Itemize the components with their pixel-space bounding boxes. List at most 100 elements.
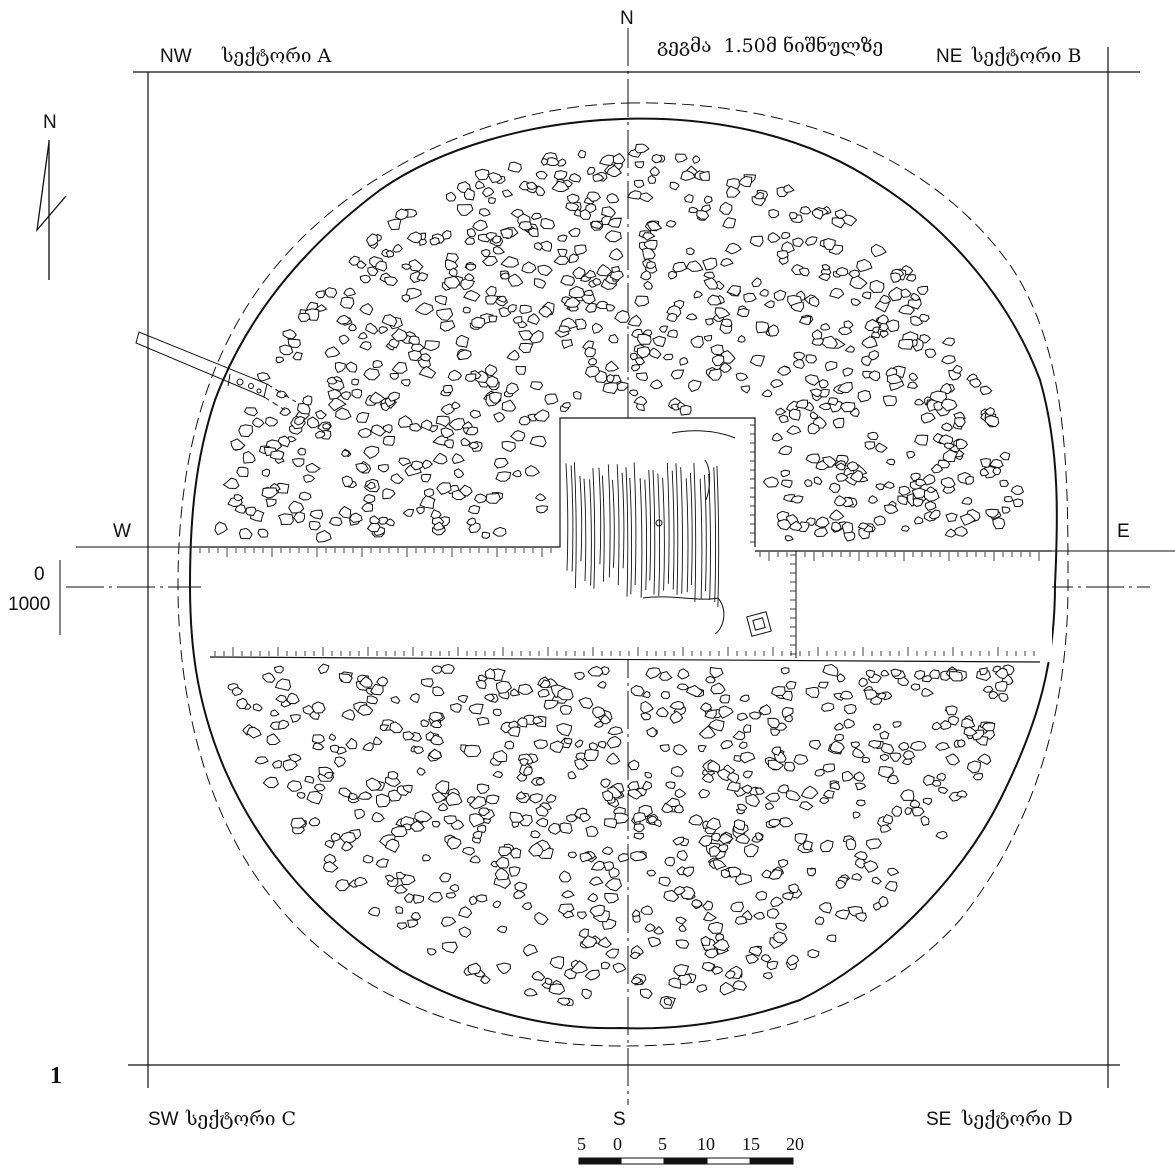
hatch-line bbox=[652, 470, 656, 595]
stone bbox=[535, 170, 548, 180]
stone bbox=[539, 679, 551, 689]
stone bbox=[312, 742, 325, 751]
west-label: W bbox=[113, 521, 131, 542]
stone bbox=[737, 803, 748, 811]
stone bbox=[739, 751, 756, 764]
stone bbox=[780, 231, 791, 239]
stone bbox=[634, 161, 645, 169]
stone bbox=[458, 906, 473, 919]
stone bbox=[670, 765, 684, 777]
stone bbox=[335, 879, 350, 892]
stone bbox=[279, 344, 294, 356]
stone bbox=[501, 440, 516, 453]
stone bbox=[378, 464, 390, 473]
stone bbox=[369, 515, 381, 525]
stone bbox=[826, 934, 837, 943]
stone bbox=[516, 717, 528, 728]
stone bbox=[445, 791, 463, 806]
stone bbox=[633, 832, 645, 840]
stone bbox=[609, 270, 624, 281]
stone bbox=[992, 517, 1006, 530]
stone bbox=[466, 227, 477, 237]
stone bbox=[879, 753, 890, 761]
stone bbox=[742, 770, 753, 779]
stone bbox=[282, 759, 298, 772]
stone bbox=[451, 452, 465, 465]
stone bbox=[512, 316, 523, 324]
hatch-line bbox=[662, 477, 665, 591]
stone bbox=[698, 835, 713, 847]
stone bbox=[658, 671, 673, 681]
stone bbox=[428, 711, 444, 722]
stone bbox=[675, 939, 690, 949]
stone bbox=[553, 254, 570, 266]
stone bbox=[381, 314, 398, 327]
stone bbox=[568, 173, 582, 183]
stone bbox=[842, 770, 855, 782]
stone bbox=[886, 373, 903, 385]
stone bbox=[947, 715, 959, 726]
stone bbox=[719, 201, 733, 215]
stone bbox=[861, 291, 872, 300]
stone bbox=[678, 924, 687, 932]
stone bbox=[651, 153, 663, 164]
stone bbox=[994, 680, 1008, 692]
stone bbox=[858, 677, 868, 688]
stone bbox=[822, 763, 836, 773]
stone bbox=[819, 797, 830, 804]
stone bbox=[688, 814, 704, 826]
stone bbox=[769, 379, 784, 389]
stone bbox=[579, 812, 591, 823]
stone bbox=[867, 431, 879, 441]
stone bbox=[464, 373, 477, 382]
stone bbox=[608, 334, 619, 344]
stone bbox=[522, 943, 538, 957]
stone bbox=[233, 494, 244, 502]
stone bbox=[464, 236, 476, 245]
stone bbox=[777, 518, 792, 531]
stone bbox=[951, 364, 963, 374]
stone bbox=[726, 781, 741, 792]
stone bbox=[945, 705, 958, 716]
stone bbox=[286, 780, 303, 792]
stone bbox=[509, 811, 525, 823]
stone bbox=[366, 233, 379, 247]
stone bbox=[819, 839, 834, 853]
stone bbox=[692, 155, 701, 164]
stone bbox=[779, 817, 794, 828]
stone bbox=[909, 799, 921, 808]
stone bbox=[897, 741, 910, 751]
stone bbox=[466, 517, 477, 526]
stone bbox=[767, 324, 780, 337]
stone bbox=[869, 279, 885, 294]
stone bbox=[910, 315, 924, 326]
stone bbox=[817, 681, 829, 689]
stone bbox=[540, 217, 556, 230]
stone bbox=[481, 255, 498, 267]
stone bbox=[788, 520, 803, 532]
stone bbox=[257, 372, 271, 382]
stone bbox=[262, 672, 276, 683]
stone bbox=[419, 495, 436, 510]
stone bbox=[951, 525, 968, 537]
stone bbox=[653, 926, 665, 935]
stone bbox=[643, 239, 658, 250]
stone bbox=[921, 687, 934, 697]
stone bbox=[421, 459, 433, 470]
stone bbox=[606, 374, 615, 383]
stone bbox=[590, 860, 606, 871]
stone bbox=[517, 683, 534, 695]
stone bbox=[659, 744, 670, 752]
sector-se-code: SE bbox=[926, 1109, 951, 1130]
stone bbox=[416, 272, 429, 282]
stone bbox=[719, 694, 731, 704]
stone bbox=[349, 793, 358, 800]
stone bbox=[665, 797, 681, 808]
stone bbox=[926, 486, 937, 494]
stone bbox=[834, 909, 851, 920]
stone bbox=[820, 323, 831, 331]
stone bbox=[574, 671, 585, 681]
stone bbox=[647, 175, 657, 184]
stone bbox=[755, 787, 765, 795]
stone bbox=[888, 286, 904, 302]
